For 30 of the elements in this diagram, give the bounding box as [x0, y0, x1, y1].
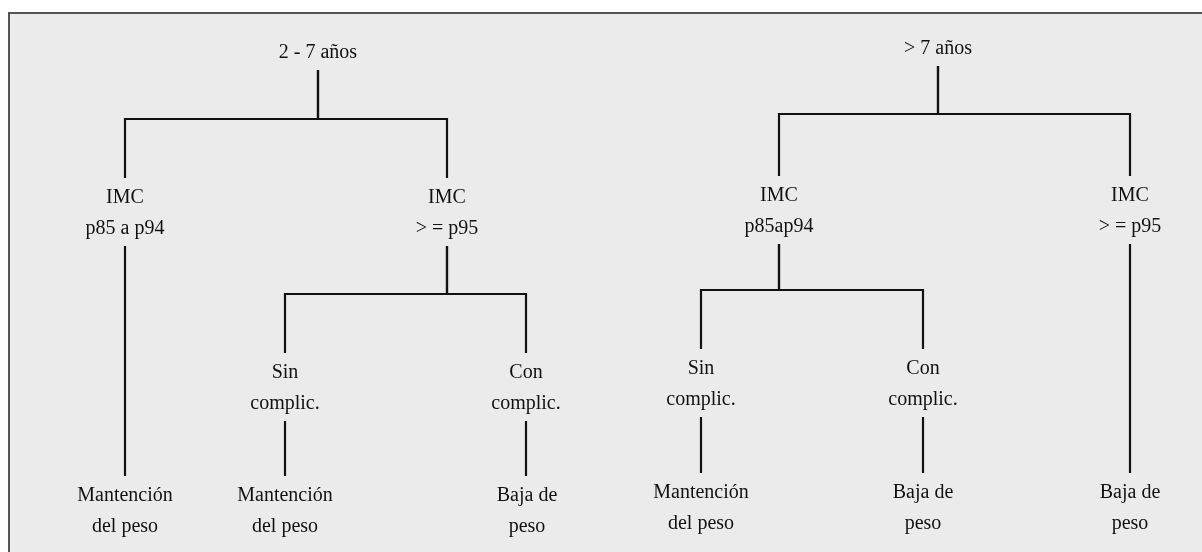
node-label: > = p95: [415, 215, 479, 241]
node-label: Mantención del peso: [76, 482, 174, 539]
connector-line: [524, 421, 528, 476]
connector-line: [123, 246, 127, 476]
node-label: Con complic.: [887, 355, 959, 412]
node-label: p85ap94: [744, 213, 814, 239]
connector-line: [936, 66, 1132, 176]
node-label: Sin complic.: [249, 359, 321, 416]
node-label: IMC: [1110, 182, 1150, 207]
node-label: IMC: [427, 184, 467, 209]
connector-line: [316, 70, 449, 178]
node-label: Mantención del peso: [652, 479, 750, 536]
connector-line: [283, 421, 287, 476]
node-label: Mantención del peso: [236, 482, 334, 539]
node-label: Baja de peso: [1098, 479, 1162, 536]
node-label: Sin complic.: [665, 355, 737, 412]
connector-line: [699, 417, 703, 473]
node-label: Baja de peso: [891, 479, 955, 536]
connector-line: [777, 244, 925, 349]
node-label: Con complic.: [490, 359, 562, 416]
node-label: p85 a p94: [85, 215, 165, 241]
node-label: Baja de peso: [495, 482, 559, 539]
connector-line: [1128, 244, 1132, 473]
node-label: > = p95: [1098, 213, 1162, 239]
node-label: IMC: [105, 184, 145, 209]
connector-line: [445, 246, 528, 353]
node-label: > 7 años: [904, 35, 972, 60]
node-label: 2 - 7 años: [278, 39, 358, 64]
connector-line: [921, 417, 925, 473]
node-label: IMC: [759, 182, 799, 207]
